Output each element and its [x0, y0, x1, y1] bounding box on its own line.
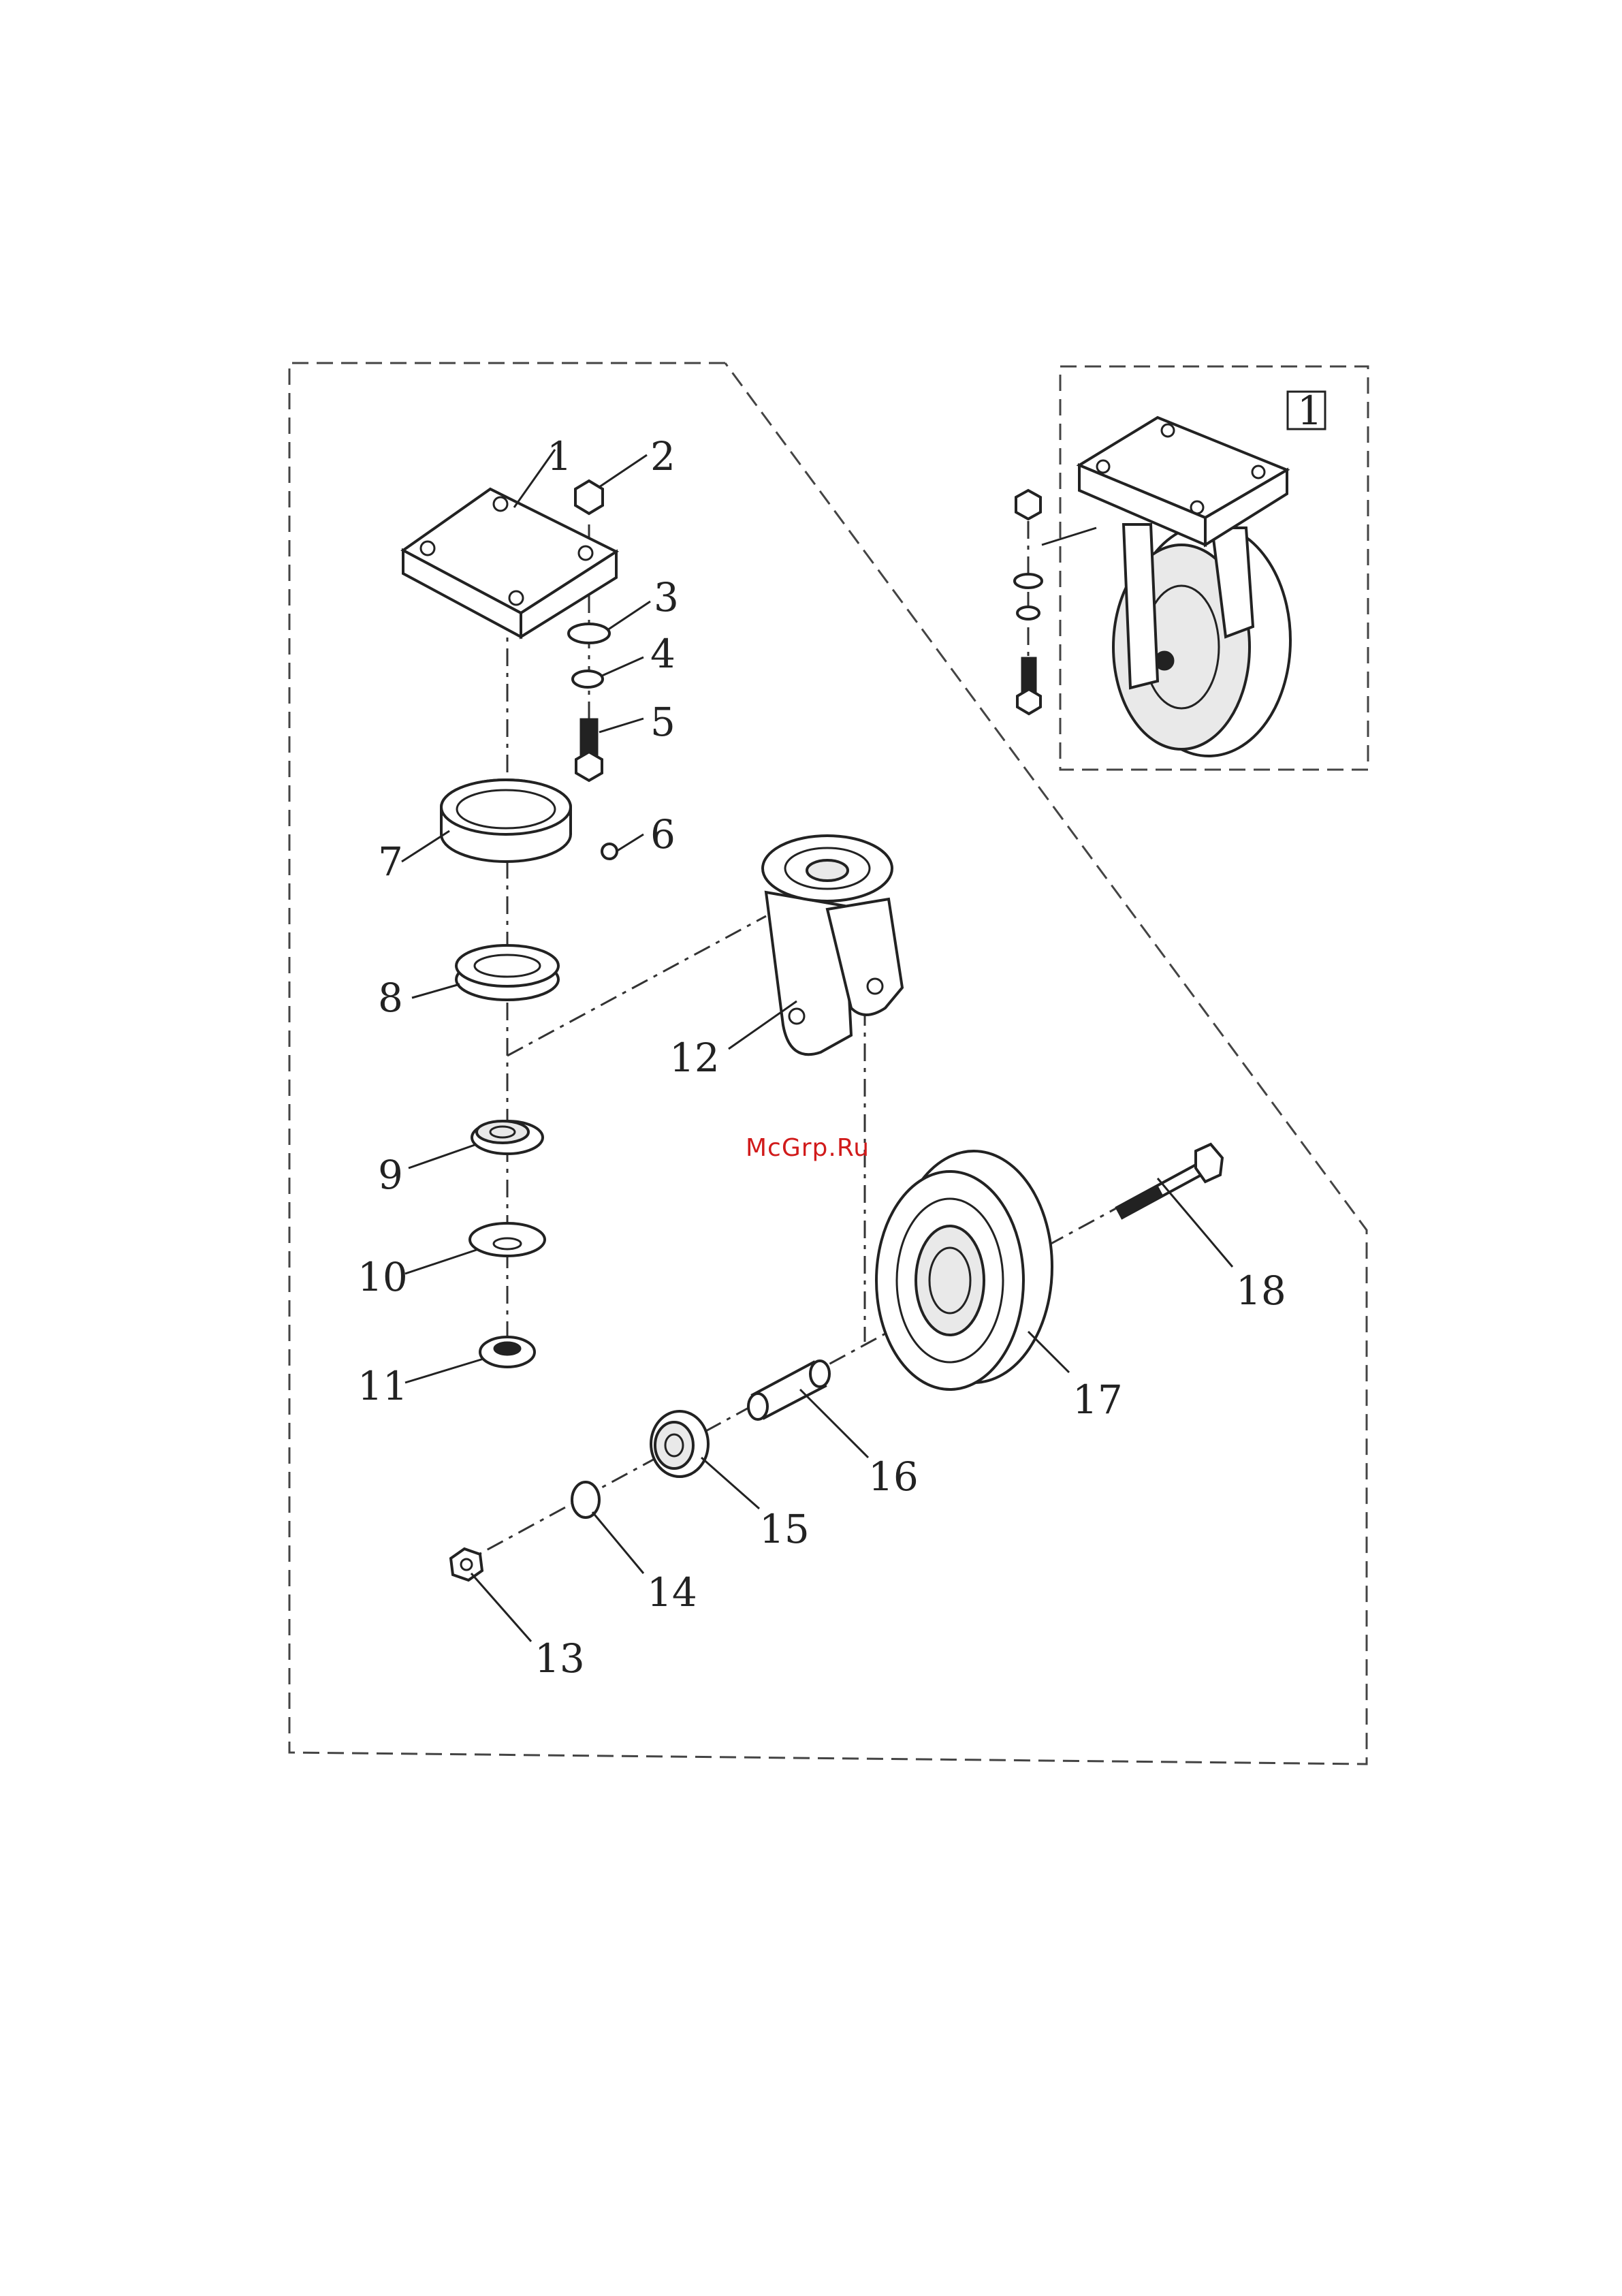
callout-9: 9: [378, 1152, 403, 1198]
part-10-cup-washer: [470, 1223, 545, 1256]
part-4-lock-washer: [573, 671, 603, 687]
callout-4: 4: [650, 631, 675, 677]
callout-10: 10: [357, 1254, 408, 1300]
callout-2: 2: [650, 433, 675, 479]
callout-11: 11: [357, 1363, 408, 1409]
part-15-wheel-bearing: [651, 1411, 708, 1477]
callout-17: 17: [1072, 1377, 1123, 1423]
callout-12: 12: [669, 1035, 720, 1081]
part-5-bolt: [576, 719, 602, 781]
callout-7: 7: [378, 838, 403, 885]
part-9-ball-bearing: [472, 1121, 543, 1154]
part-2-nut: [575, 481, 603, 514]
part-12-fork: [763, 836, 902, 1054]
part-7-ring: [441, 780, 571, 862]
callout-5: 5: [650, 699, 675, 745]
part-17-wheel: [876, 1151, 1052, 1389]
callout-15: 15: [759, 1506, 810, 1552]
part-16-axle-sleeve: [748, 1361, 829, 1419]
callout-1: 1: [547, 433, 572, 479]
callout-18: 18: [1236, 1268, 1286, 1314]
part-6-set-screw: [602, 844, 617, 859]
part-3-washer: [569, 624, 609, 643]
part-14-spacer: [572, 1482, 599, 1517]
callout-16: 16: [868, 1453, 919, 1500]
part-8-thrust-bearing: [456, 945, 558, 1000]
part-18-axle-bolt: [1117, 1144, 1222, 1218]
part-11-castle-nut: [480, 1337, 535, 1367]
part-13-nut: [451, 1549, 482, 1580]
callout-14: 14: [647, 1569, 697, 1616]
inset-label: 1: [1297, 388, 1322, 434]
callout-13: 13: [535, 1635, 585, 1682]
callout-6: 6: [650, 811, 675, 858]
callout-8: 8: [378, 975, 403, 1021]
callout-3: 3: [654, 574, 679, 620]
watermark: McGrp.Ru: [746, 1134, 870, 1162]
